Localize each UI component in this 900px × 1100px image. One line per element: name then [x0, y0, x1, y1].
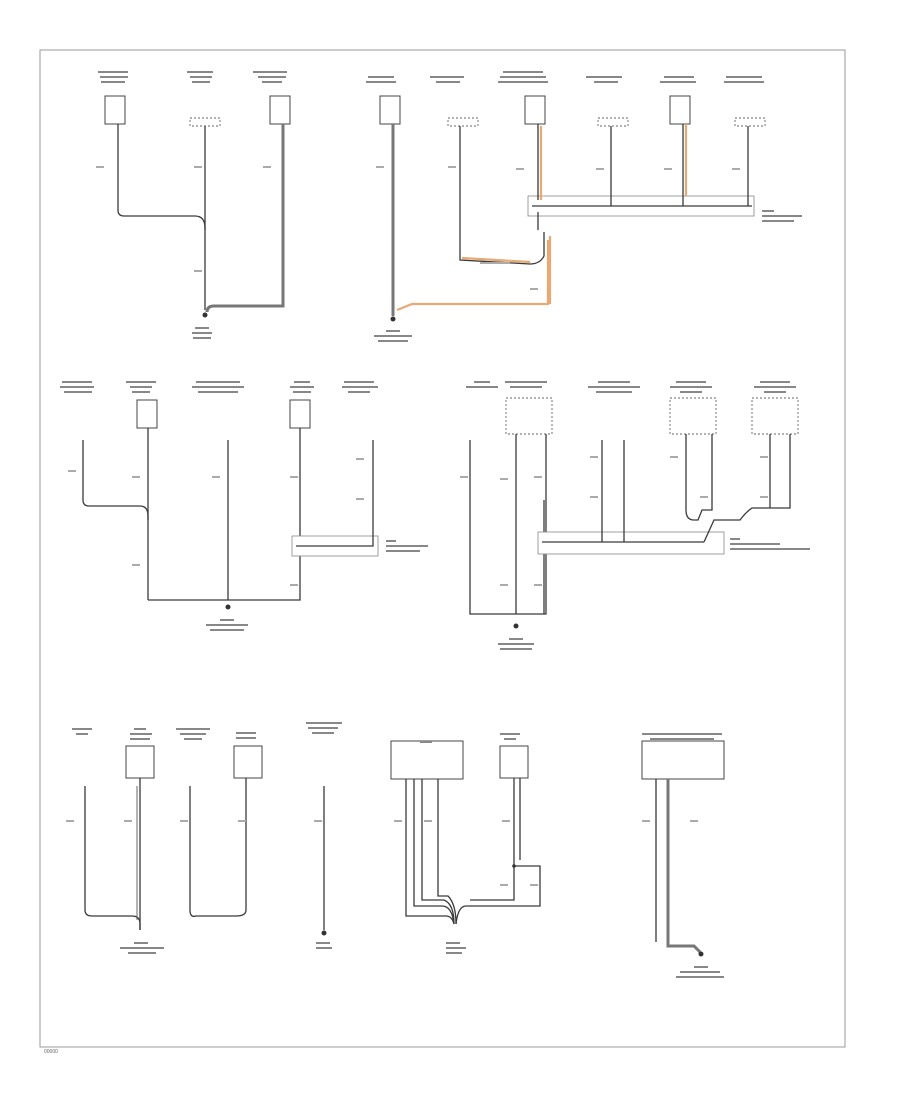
wire [469, 434, 547, 615]
footer-code: 00000 [44, 1049, 58, 1055]
wire [532, 124, 752, 207]
connector-label [730, 538, 810, 550]
wire [455, 778, 541, 925]
wire-orange [461, 256, 531, 264]
ground-label [446, 942, 466, 954]
wire [437, 779, 457, 925]
wire-terminal-marks [66, 166, 768, 886]
component-box [447, 117, 479, 127]
component-box [734, 117, 766, 127]
ground-label [192, 327, 212, 339]
component-box [751, 397, 799, 435]
section-middle [60, 381, 810, 650]
component-box [524, 95, 546, 125]
component-box [390, 740, 464, 780]
component-box [125, 745, 155, 779]
wire [703, 434, 791, 543]
wire [542, 440, 704, 543]
wire-gray [205, 124, 285, 313]
ground-point [321, 930, 327, 936]
wire [459, 126, 545, 265]
component-box [499, 745, 529, 779]
wire [296, 530, 374, 547]
wire [189, 778, 247, 918]
ground-label [374, 330, 412, 342]
connector-label [762, 210, 802, 222]
ground-label [206, 619, 248, 631]
component-labels-bottom [72, 722, 722, 740]
section-top [98, 71, 802, 342]
ground-point [202, 312, 208, 318]
ground-label [316, 942, 332, 949]
wire [82, 440, 149, 600]
component-box [669, 95, 691, 125]
wire [421, 779, 455, 925]
ground-label [498, 638, 534, 650]
section-bottom [72, 722, 725, 978]
component-box [669, 397, 717, 435]
wire [117, 124, 206, 310]
wire [84, 786, 141, 930]
component-box [379, 95, 401, 125]
component-labels-middle [60, 381, 796, 393]
ground-point [225, 604, 231, 610]
diagram-frame [39, 49, 846, 1048]
connector-label [386, 540, 428, 552]
ground-point [512, 864, 516, 868]
connector-splice [537, 531, 725, 555]
wire-gray [666, 779, 702, 954]
component-box [269, 95, 291, 125]
wire [148, 428, 301, 601]
ground-point [390, 316, 396, 322]
component-box [289, 399, 311, 429]
component-box [104, 95, 126, 125]
ground-point [513, 623, 519, 629]
component-box [597, 117, 629, 127]
ground-point [698, 951, 704, 957]
component-box [233, 745, 263, 779]
component-box [189, 117, 221, 127]
component-labels-top [98, 71, 764, 83]
wire [470, 866, 515, 901]
wire [685, 434, 713, 521]
component-box [641, 740, 725, 780]
ground-label [676, 966, 724, 978]
wire-orange [396, 240, 550, 312]
component-box [136, 399, 158, 429]
component-box [505, 397, 553, 435]
component-box-label [420, 741, 432, 743]
ground-label [120, 942, 164, 954]
